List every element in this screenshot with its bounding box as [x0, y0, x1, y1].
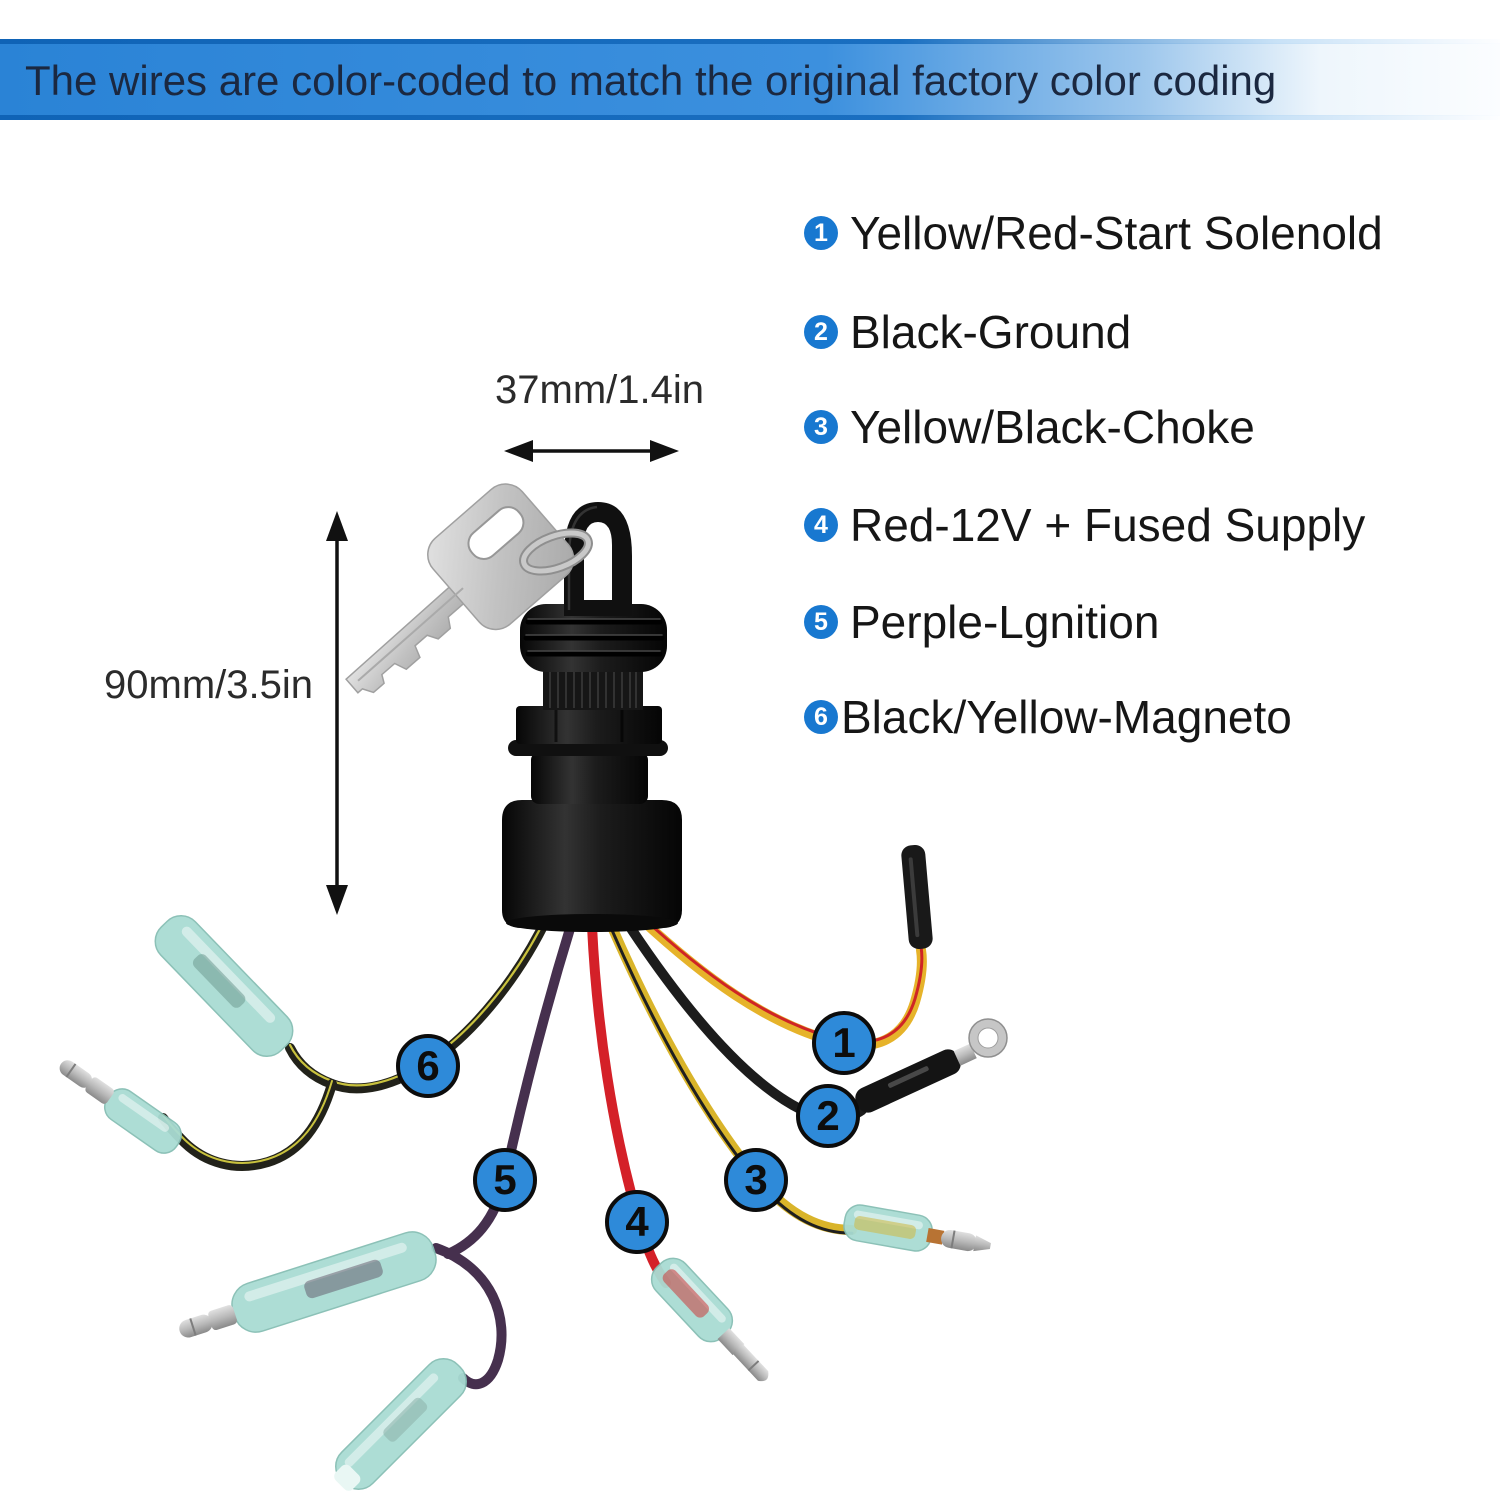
wire6-female-connector: [154, 914, 294, 1058]
legend-label-6: Black/Yellow-Magneto: [841, 691, 1292, 743]
wire-callout-3: 3: [724, 1148, 788, 1212]
banner: The wires are color-coded to match the o…: [0, 39, 1500, 120]
legend-bullet-5: 5: [804, 605, 838, 639]
wire3-bullet-connector: [843, 1204, 991, 1252]
wire-callout-4: 4: [605, 1190, 669, 1254]
wire6-bullet-connector: [59, 1060, 183, 1154]
legend-item-1: 1 Yellow/Red-Start Solenold: [804, 206, 1383, 260]
legend-bullet-3: 3: [804, 410, 838, 444]
legend-label-2: Black-Ground: [850, 306, 1132, 358]
height-dimension-label: 90mm/3.5in: [104, 663, 313, 707]
legend-bullet-1: 1: [804, 216, 838, 250]
key-ring-icon: [519, 528, 593, 576]
wire4-blade-connector: [650, 1257, 769, 1382]
legend-item-4: 4 Red-12V + Fused Supply: [804, 498, 1365, 552]
legend-label-5: Perple-Lgnition: [850, 596, 1160, 648]
legend-item-3: 3 Yellow/Black-Choke: [804, 400, 1255, 454]
legend-label-4: Red-12V + Fused Supply: [850, 499, 1366, 551]
height-arrow-icon: [326, 511, 348, 915]
width-dimension-label: 37mm/1.4in: [495, 368, 704, 412]
legend-item-5: 5 Perple-Lgnition: [804, 595, 1159, 649]
legend-label-3: Yellow/Black-Choke: [850, 401, 1255, 453]
legend-bullet-2: 2: [804, 315, 838, 349]
wire-yellow-red-start: [637, 915, 927, 1051]
legend-bullet-4: 4: [804, 508, 838, 542]
key: [345, 483, 575, 694]
wire-callout-5: 5: [473, 1148, 537, 1212]
wire-yellow-black-choke: [607, 922, 857, 1235]
wire1-black-tip: [901, 844, 933, 950]
wire-callout-6: 6: [396, 1034, 460, 1098]
legend-label-1: Yellow/Red-Start Solenold: [850, 207, 1383, 259]
wire-red-supply: [587, 921, 671, 1288]
wire5-bullet-connector: [179, 1231, 437, 1338]
width-arrow-icon: [504, 440, 679, 462]
wire-callout-2: 2: [796, 1084, 860, 1148]
wire5-female-connector: [334, 1357, 468, 1491]
wire2-ring-terminal: [855, 1018, 1008, 1113]
legend-item-2: 2 Black-Ground: [804, 305, 1131, 359]
banner-title: The wires are color-coded to match the o…: [25, 57, 1277, 104]
wire-callout-1: 1: [812, 1011, 876, 1075]
legend-bullet-6: 6: [804, 700, 838, 734]
legend-item-6: 6 Black/Yellow-Magneto: [804, 690, 1292, 744]
